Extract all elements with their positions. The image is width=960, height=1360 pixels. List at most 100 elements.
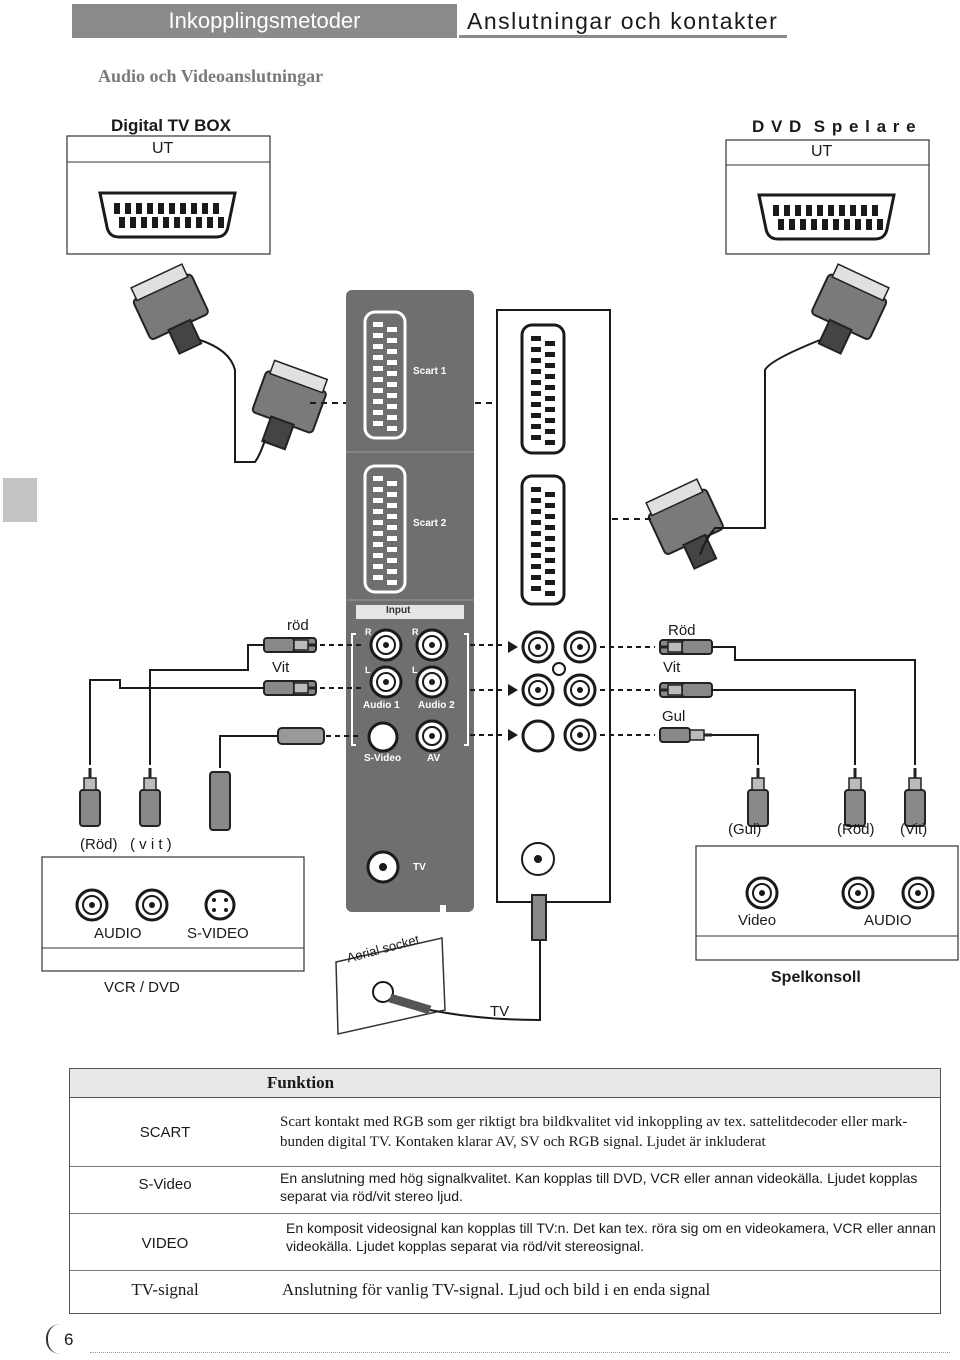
scart-pin (373, 421, 383, 426)
scart-pin (822, 219, 828, 230)
scart-pin (114, 203, 120, 214)
vcr-dvd-title: VCR / DVD (104, 979, 180, 996)
scart-pin (531, 391, 541, 396)
console-title: Spelkonsoll (771, 969, 861, 986)
scart-pin (531, 586, 541, 591)
scart-pin (373, 542, 383, 547)
scart-pin (373, 366, 383, 371)
scart-pin (387, 327, 397, 332)
scart-pin (545, 363, 555, 368)
scart-pin (800, 219, 806, 230)
scart-pin (545, 514, 555, 519)
left-red-cable-label: röd (287, 617, 309, 634)
scart-pin (872, 205, 878, 216)
scart-pin (531, 413, 541, 418)
scart-pin (531, 498, 541, 503)
scart-pin (545, 341, 555, 346)
panel-scart2-label: Scart 2 (413, 518, 447, 529)
panel-audio2-label: Audio 2 (418, 700, 455, 711)
scart-pin (387, 338, 397, 343)
function-desc: Scart kontakt med RGB som ger riktigt br… (280, 1114, 908, 1150)
console-yellow-label: (Gul) (728, 821, 762, 838)
panel-input-label: Input (386, 605, 411, 616)
scart-pin (531, 347, 541, 352)
scart-pin (806, 205, 812, 216)
scart-pin (163, 217, 169, 228)
scart-pin (387, 426, 397, 431)
scart-pin (373, 388, 383, 393)
tv-cable-label: TV (490, 1003, 510, 1020)
scart-pin (545, 547, 555, 552)
function-name: S-Video (138, 1176, 192, 1193)
panel-av-label: AV (427, 753, 441, 764)
scart-pin (387, 349, 397, 354)
page-number-bracket (46, 1324, 70, 1354)
scart-pin (839, 205, 845, 216)
scart-pin (545, 580, 555, 585)
function-table: Funktion SCART Scart kontakt med RGB som… (69, 1068, 941, 1314)
scart-pin (545, 429, 555, 434)
scart-pin (531, 542, 541, 547)
left-white-cable-label: Vit (272, 659, 290, 676)
scart-pin (545, 536, 555, 541)
right-white-cable-label: Vit (663, 659, 681, 676)
console-video-label: Video (738, 912, 777, 929)
scart-pin (373, 498, 383, 503)
scart-pin (545, 525, 555, 530)
scart-pin (855, 219, 861, 230)
console-red-label: (Röd) (837, 821, 875, 838)
scart-pin (373, 531, 383, 536)
scart-pin (850, 205, 856, 216)
footer-divider (90, 1352, 950, 1353)
scart-pin (387, 569, 397, 574)
table-header-row: Funktion (70, 1069, 940, 1098)
console-white-label: (Vit) (900, 821, 928, 838)
function-name: SCART (139, 1124, 191, 1141)
scart-pin (373, 344, 383, 349)
scart-pin (141, 217, 147, 228)
dvd-player-port-label: UT (811, 143, 833, 160)
scart-pin (147, 203, 153, 214)
scart-pin (531, 531, 541, 536)
scart-pin (387, 481, 397, 486)
scart-pin (387, 492, 397, 497)
scart-pin (373, 564, 383, 569)
scart-pin (202, 203, 208, 214)
scart-pin (811, 219, 817, 230)
scart-pin (531, 553, 541, 558)
panel-audio1-label: Audio 1 (363, 700, 400, 711)
scart-pin (817, 205, 823, 216)
scart-pin (387, 371, 397, 376)
chapter-title: Inkopplingsmetoder (72, 4, 457, 38)
scart-pin (119, 217, 125, 228)
scart-pin (531, 509, 541, 514)
scart-pin (545, 418, 555, 423)
scart-pin (545, 385, 555, 390)
scart-pin (387, 547, 397, 552)
scart-pin (373, 575, 383, 580)
scart-pin (373, 476, 383, 481)
table-row: SCART Scart kontakt med RGB som ger rikt… (70, 1098, 940, 1167)
dvd-player-title: D V D S p e l a r e (752, 117, 917, 136)
scart-pin (778, 219, 784, 230)
panel-svideo-label: S-Video (364, 753, 402, 764)
scart-pin (180, 203, 186, 214)
scart-pin (373, 410, 383, 415)
scart-pin (387, 514, 397, 519)
scart-pin (174, 217, 180, 228)
panel-l2-label: L (412, 665, 418, 675)
connection-diagram (41, 135, 959, 1035)
right-yellow-cable-label: Gul (662, 708, 686, 725)
scart-pin (844, 219, 850, 230)
scart-pin (531, 435, 541, 440)
panel-tv-label: TV (413, 862, 426, 873)
section-header: Anslutningar och kontakter (459, 4, 787, 38)
scart-pin (387, 404, 397, 409)
scart-pin (531, 487, 541, 492)
scart-pin (545, 352, 555, 357)
scart-pin (531, 520, 541, 525)
scart-pin (866, 219, 872, 230)
scart-pin (387, 382, 397, 387)
scart-pin (789, 219, 795, 230)
scart-pin (373, 553, 383, 558)
